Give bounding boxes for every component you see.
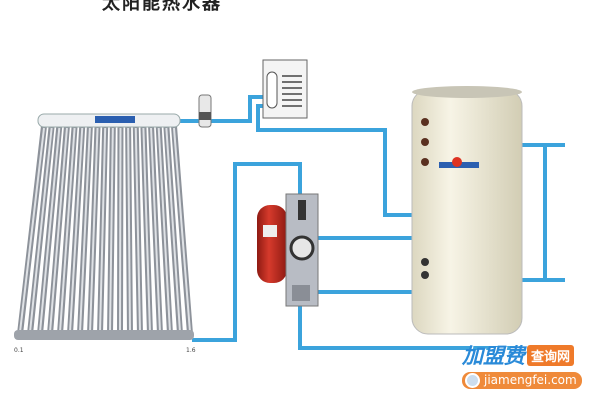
control-valve (198, 94, 212, 128)
vacuum-tube-highlight (79, 127, 91, 333)
collector-logo (95, 116, 135, 123)
vacuum-tube-highlight (157, 127, 171, 333)
watermark-url: jiamengfei.com (484, 373, 577, 387)
collector-bottom-pipe (192, 162, 302, 342)
vacuum-tube-highlight (127, 127, 131, 333)
vacuum-tube-highlight (150, 127, 161, 333)
watermark: 加盟费 查询网 jiamengfei.com (462, 340, 582, 389)
vacuum-tube-highlight (134, 127, 141, 333)
magnifier-icon (465, 373, 480, 388)
collector-right-label: 1.6 (186, 347, 196, 354)
diagram-title: 太阳能热水器 (102, 0, 222, 14)
collector-bottom-rail (14, 330, 194, 340)
watermark-tag: 查询网 (527, 344, 575, 366)
vacuum-tube-highlight (99, 127, 107, 333)
vacuum-tube-highlight (19, 127, 45, 333)
storage-tank (411, 86, 523, 335)
expansion-tank (257, 205, 287, 283)
pump-station (285, 193, 319, 307)
vacuum-tube-highlight (39, 127, 61, 333)
station-bottom-pipe (298, 305, 520, 350)
vacuum-tube-highlight (59, 127, 76, 333)
vacuum-tube-highlight (49, 127, 68, 333)
watermark-brand: 加盟费 (462, 344, 525, 368)
vacuum-tube-highlight (29, 127, 53, 333)
vacuum-tube-highlight (69, 127, 84, 333)
solar-collector (14, 113, 194, 340)
vacuum-tube-highlight (165, 127, 181, 333)
exchanger-return-pipe (256, 104, 420, 217)
vacuum-tube-highlight (89, 127, 99, 333)
vacuum-tube-highlight (142, 127, 151, 333)
collector-left-label: 0.1 (14, 347, 24, 354)
heat-exchanger-unit (262, 59, 308, 119)
vacuum-tube-highlight (173, 127, 191, 333)
vacuum-tube-highlight (109, 127, 114, 333)
collector-supply-pipe (178, 95, 264, 123)
